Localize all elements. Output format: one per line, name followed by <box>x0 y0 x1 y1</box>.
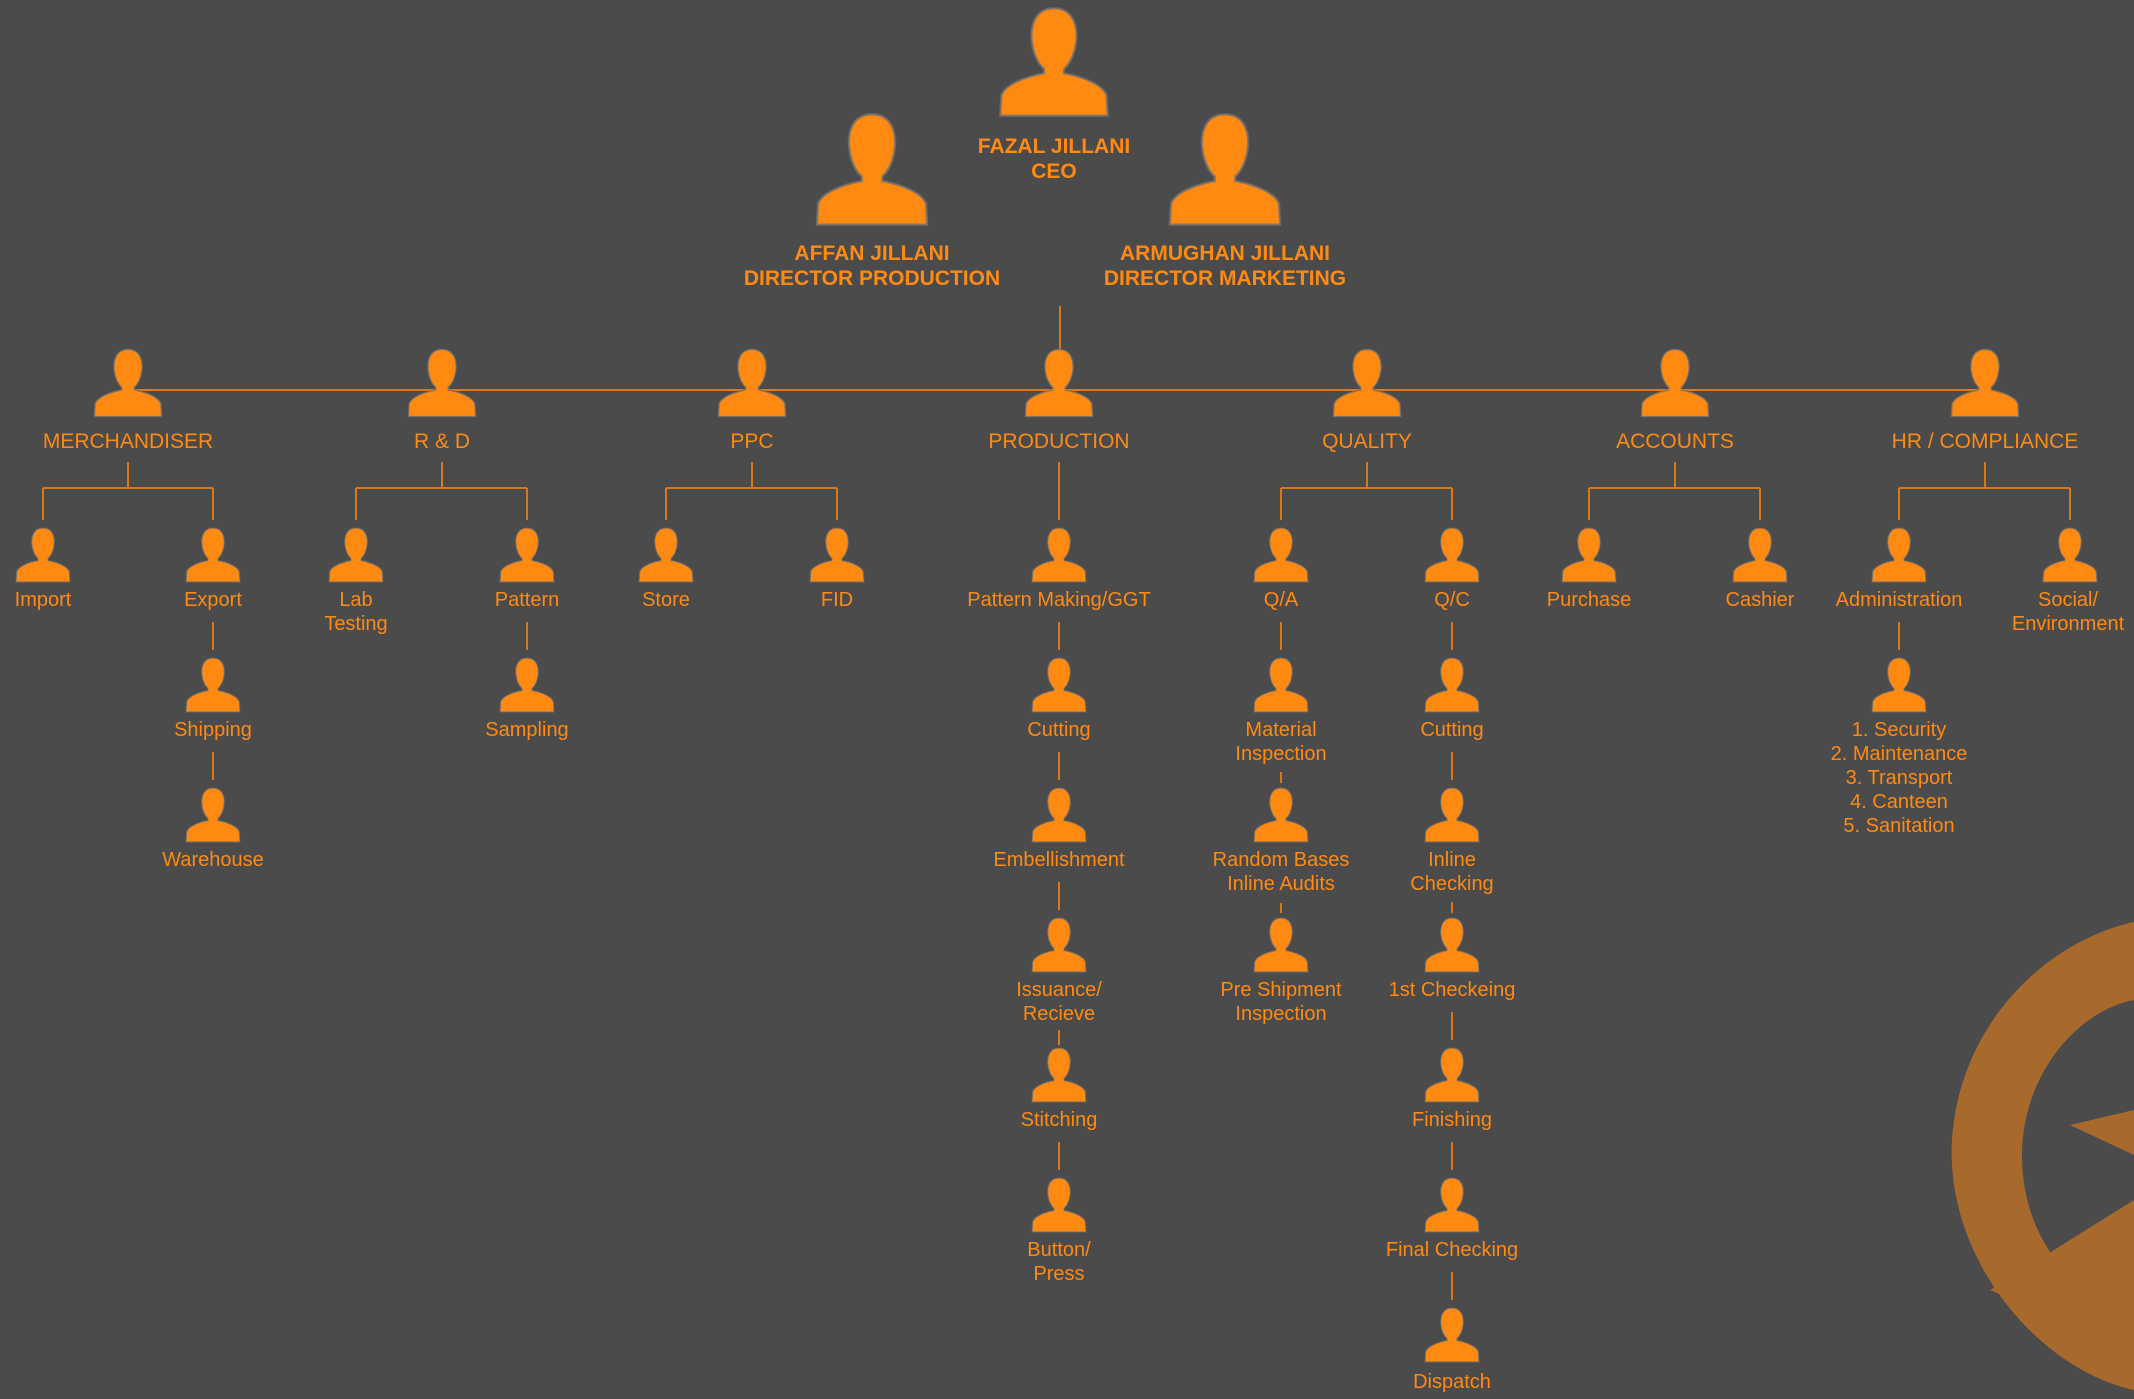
final-checking-person-icon <box>1424 1177 1480 1233</box>
embellishment-person-icon <box>1031 787 1087 843</box>
node-warehouse: Warehouse <box>162 849 264 871</box>
import-person-icon <box>15 527 71 583</box>
dept-hr-label: HR / COMPLIANCE <box>1891 430 2079 453</box>
qc-person-icon <box>1424 527 1480 583</box>
node-qc: Q/C <box>1434 589 1470 611</box>
node-inline-checking: Inline Checking <box>1410 849 1494 895</box>
dept-production-label: PRODUCTION <box>988 430 1130 453</box>
button-press-person-icon <box>1031 1177 1087 1233</box>
random-audits-person-icon <box>1253 787 1309 843</box>
production-person-icon <box>1024 348 1094 418</box>
pattern-making-person-icon <box>1031 527 1087 583</box>
accounts-person-icon <box>1640 348 1710 418</box>
node-final-checking: Final Checking <box>1385 1239 1519 1261</box>
dispatch-person-icon <box>1424 1307 1480 1363</box>
rnd-person-icon <box>407 348 477 418</box>
store-person-icon <box>638 527 694 583</box>
node-embellishment: Embellishment <box>993 849 1125 871</box>
node-shipping: Shipping <box>174 719 252 741</box>
node-cashier: Cashier <box>1725 589 1795 611</box>
first-checking-person-icon <box>1424 917 1480 973</box>
node-qc-cutting: Cutting <box>1420 719 1484 741</box>
dept-rnd-label: R & D <box>413 430 471 453</box>
inline-checking-person-icon <box>1424 787 1480 843</box>
ceo-person-icon <box>999 7 1109 117</box>
social-environment-person-icon <box>2042 527 2098 583</box>
export-person-icon <box>185 527 241 583</box>
cashier-person-icon <box>1732 527 1788 583</box>
dept-accounts-label: ACCOUNTS <box>1616 430 1734 453</box>
node-lab-testing: Lab Testing <box>324 589 388 635</box>
ceo-label: FAZAL JILLANI CEO <box>977 135 1131 183</box>
node-admin-duties: 1. Security 2. Maintenance 3. Transport … <box>1830 719 1968 837</box>
node-stitching: Stitching <box>1020 1109 1098 1131</box>
dept-merchandiser-label: MERCHANDISER <box>42 430 214 453</box>
warehouse-person-icon <box>185 787 241 843</box>
node-import: Import <box>14 589 72 611</box>
director-production-label: AFFAN JILLANI DIRECTOR PRODUCTION <box>743 242 1001 290</box>
node-administration: Administration <box>1835 589 1963 611</box>
node-social-environment: Social/ Environment <box>2011 589 2125 635</box>
director-marketing-person-icon <box>1168 113 1282 226</box>
fid-person-icon <box>809 527 865 583</box>
qa-person-icon <box>1253 527 1309 583</box>
pre-shipment-person-icon <box>1253 917 1309 973</box>
sampling-person-icon <box>499 657 555 713</box>
stitching-person-icon <box>1031 1047 1087 1103</box>
director-production-person-icon <box>815 113 929 226</box>
finishing-person-icon <box>1424 1047 1480 1103</box>
material-inspection-person-icon <box>1253 657 1309 713</box>
director-marketing-label: ARMUGHAN JILLANI DIRECTOR MARKETING <box>1103 242 1347 290</box>
node-qa: Q/A <box>1263 589 1299 611</box>
hr-person-icon <box>1950 348 2020 418</box>
node-cutting: Cutting <box>1027 719 1091 741</box>
node-issuance: Issuance/ Recieve <box>1016 979 1102 1025</box>
dept-ppc-label: PPC <box>730 430 774 453</box>
node-first-checking: 1st Checkeing <box>1388 979 1516 1001</box>
shipping-person-icon <box>185 657 241 713</box>
node-fid: FID <box>820 589 854 611</box>
node-export: Export <box>184 589 242 611</box>
admin-duties-person-icon <box>1871 657 1927 713</box>
pattern-person-icon <box>499 527 555 583</box>
company-logo <box>1951 922 2134 1390</box>
cutting-person-icon <box>1031 657 1087 713</box>
lab-testing-person-icon <box>328 527 384 583</box>
ppc-person-icon <box>717 348 787 418</box>
node-sampling: Sampling <box>485 719 569 741</box>
node-pre-shipment: Pre Shipment Inspection <box>1220 979 1342 1025</box>
purchase-person-icon <box>1561 527 1617 583</box>
quality-person-icon <box>1332 348 1402 418</box>
node-finishing: Finishing <box>1411 1109 1493 1131</box>
node-random-audits: Random Bases Inline Audits <box>1212 849 1350 895</box>
dept-quality-label: QUALITY <box>1322 430 1412 453</box>
node-dispatch: Dispatch <box>1413 1371 1491 1393</box>
node-pattern-making: Pattern Making/GGT <box>967 589 1151 611</box>
node-pattern: Pattern <box>494 589 560 611</box>
node-button-press: Button/ Press <box>1027 1239 1091 1285</box>
node-purchase: Purchase <box>1546 589 1632 611</box>
node-material-inspection: Material Inspection <box>1235 719 1327 765</box>
merchandiser-person-icon <box>93 348 163 418</box>
qc-cutting-person-icon <box>1424 657 1480 713</box>
node-store: Store <box>642 589 690 611</box>
issuance-person-icon <box>1031 917 1087 973</box>
administration-person-icon <box>1871 527 1927 583</box>
